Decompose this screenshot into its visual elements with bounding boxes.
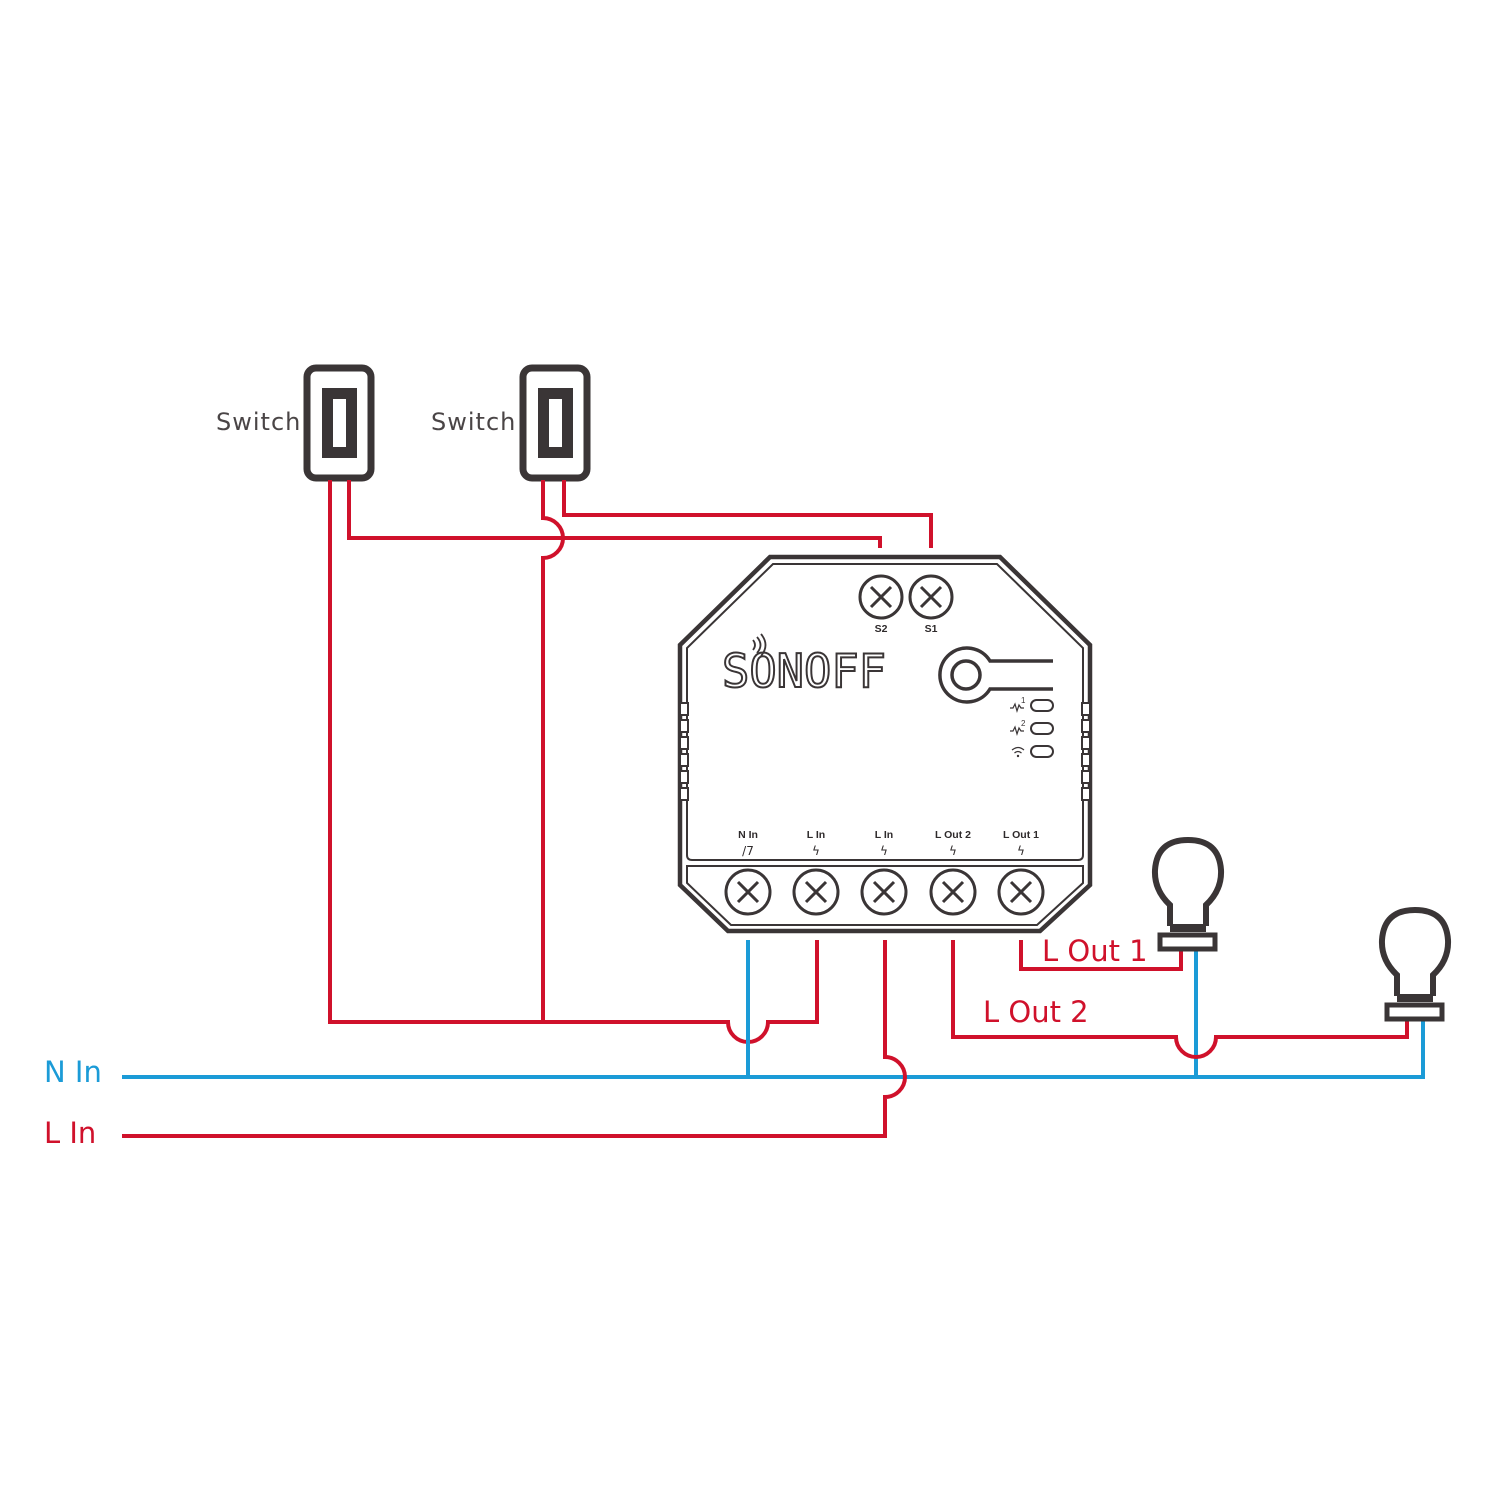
pulse-2-icon	[1010, 725, 1024, 737]
svg-text:1: 1	[1021, 696, 1026, 705]
wire-lout1	[1019, 940, 1183, 971]
terminal-symbol: /7	[742, 844, 754, 858]
terminal-4	[929, 868, 977, 916]
pairing-button[interactable]	[938, 646, 1053, 704]
terminal-1	[724, 868, 772, 916]
brand-text: SONOFF	[722, 644, 886, 698]
terminal-label: L Out 1	[1003, 829, 1039, 841]
wire-live-main	[122, 940, 907, 1138]
terminal-5	[997, 868, 1045, 916]
wire-neutral-main	[122, 1020, 1425, 1079]
terminal-s2	[858, 574, 904, 620]
wire-switch2-common	[541, 480, 565, 1022]
terminal-3	[860, 868, 908, 916]
led-indicators: 1 2	[1010, 696, 1054, 758]
l-in-label: L In	[44, 1116, 96, 1150]
switch-1	[303, 364, 375, 482]
terminal-label: L Out 2	[935, 829, 971, 841]
light-bulb-icon	[1151, 836, 1225, 952]
l-out-2-label: L Out 2	[983, 995, 1089, 1029]
terminal-label: N In	[738, 829, 758, 841]
wire-switch2-s1	[562, 480, 933, 548]
svg-text:2: 2	[1021, 719, 1026, 728]
bottom-terminals: N In/7 L In ϟ L In ϟ L Out 2 ϟ L Out 1 ϟ	[724, 829, 1045, 916]
terminal-2	[792, 868, 840, 916]
l-out-1-label: L Out 1	[1042, 934, 1148, 968]
terminal-symbol: ϟ	[949, 844, 957, 858]
sonoff-device	[677, 554, 1093, 934]
n-in-label: N In	[44, 1055, 102, 1089]
sonoff-logo: SONOFF	[721, 633, 887, 699]
terminal-s2-label: S2	[875, 623, 888, 635]
wire-lout2	[951, 940, 1409, 1059]
terminal-s1	[908, 574, 954, 620]
pulse-1-icon	[1010, 702, 1024, 714]
led-2	[1030, 722, 1054, 735]
terminal-label: L In	[807, 829, 825, 841]
switch-1-label: Switch	[216, 408, 301, 436]
terminal-symbol: ϟ	[1017, 844, 1025, 858]
led-1	[1030, 699, 1054, 712]
terminal-symbol: ϟ	[812, 844, 820, 858]
wire-switch1-s2	[347, 480, 882, 548]
led-wifi	[1030, 745, 1054, 758]
switch-2	[519, 364, 591, 482]
terminal-label: L In	[875, 829, 893, 841]
light-bulb-icon	[1378, 906, 1452, 1022]
switch-2-label: Switch	[431, 408, 516, 436]
wifi-icon	[1011, 746, 1025, 758]
wireless-icon	[752, 633, 767, 657]
terminal-s1-label: S1	[925, 623, 938, 635]
terminal-symbol: ϟ	[880, 844, 888, 858]
